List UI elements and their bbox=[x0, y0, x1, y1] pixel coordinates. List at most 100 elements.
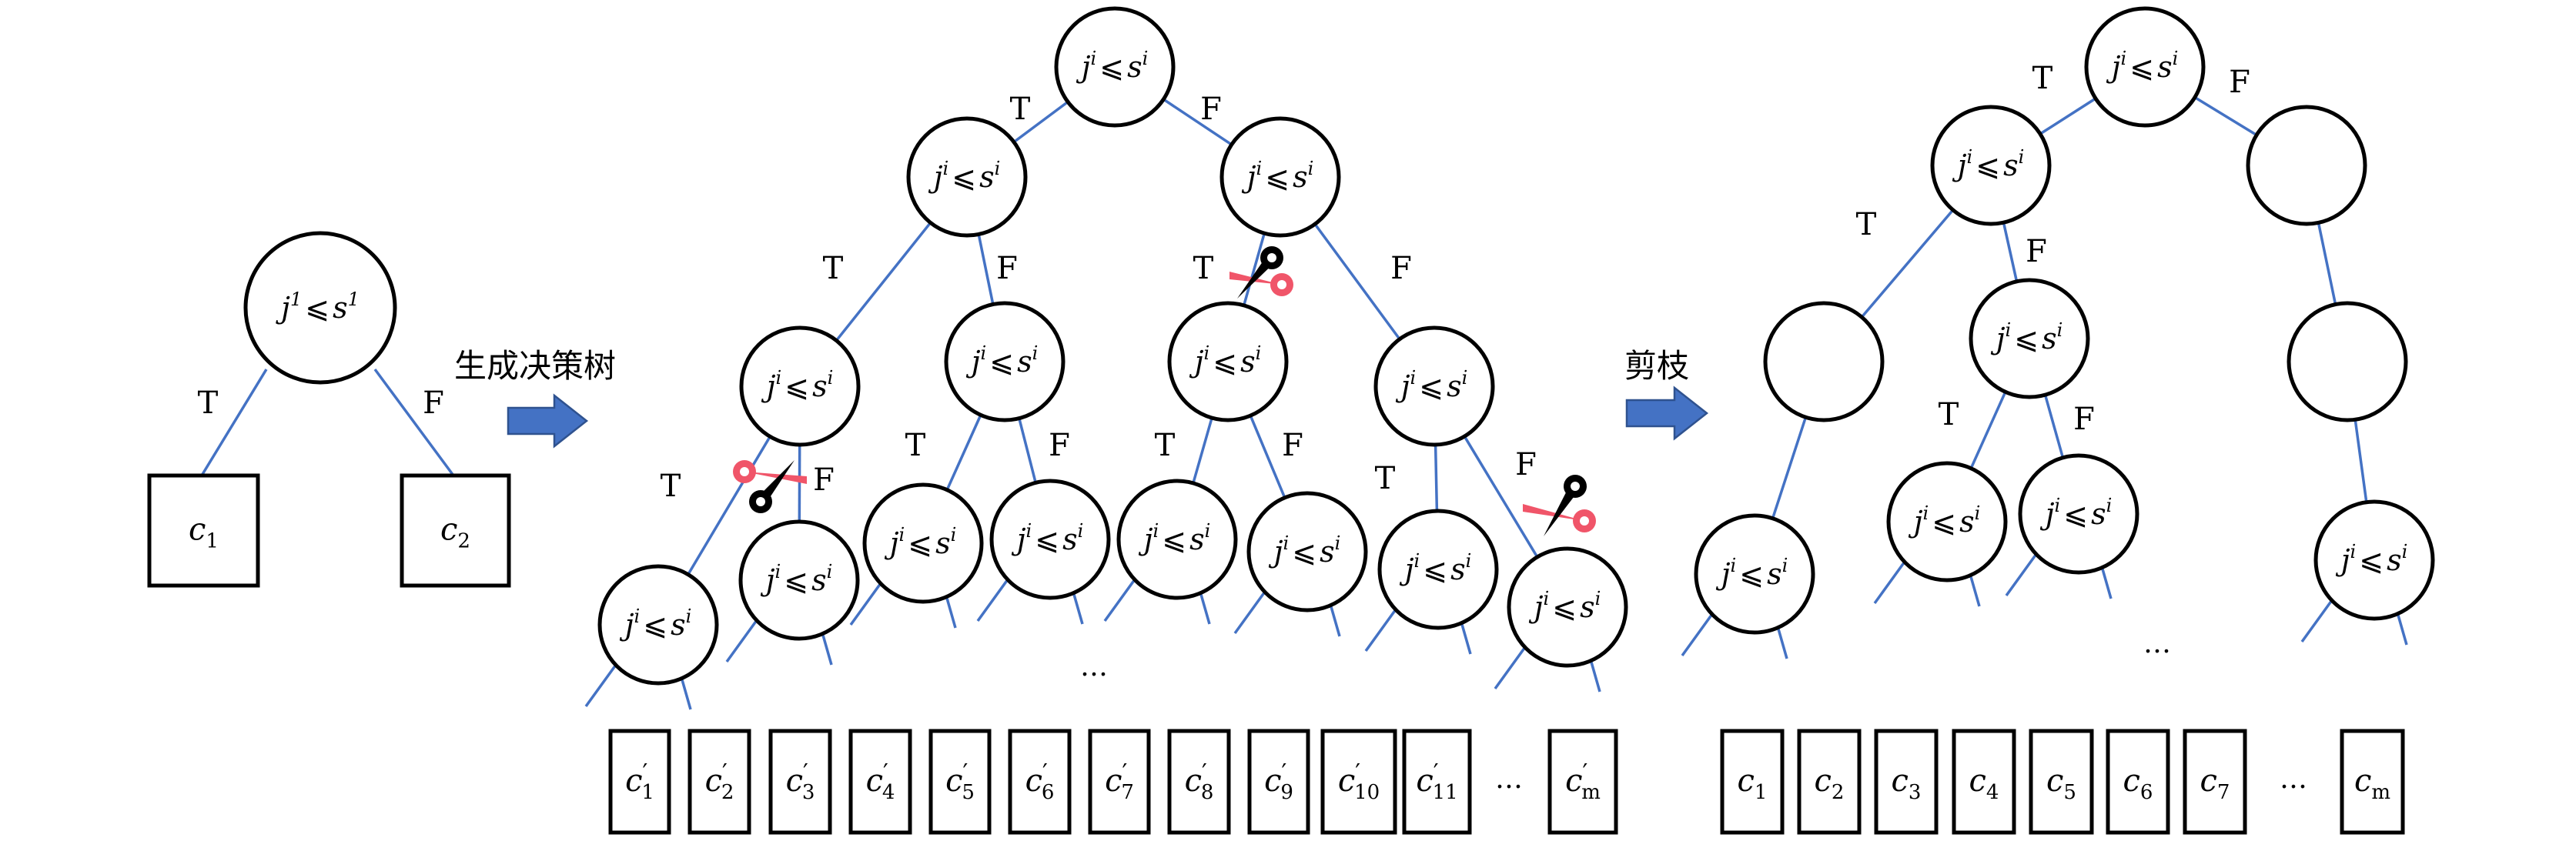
stage3-edge-ab-n2 bbox=[1969, 391, 2007, 469]
stage1-edge-true bbox=[200, 369, 268, 476]
stage3-edge-bb-n4 bbox=[2354, 419, 2368, 502]
leaf-base: c bbox=[2123, 763, 2140, 799]
stage3-node-n2 bbox=[1886, 461, 2008, 582]
stage2-node-ba bbox=[1167, 301, 1289, 422]
stage3-leaf-5 bbox=[2029, 729, 2094, 835]
stage1-root-condition: j1⩽s1 bbox=[276, 289, 360, 325]
condition-relation: ⩽ bbox=[2014, 322, 2039, 355]
condition-threshold: s bbox=[671, 608, 686, 642]
condition-relation: ⩽ bbox=[2063, 497, 2088, 531]
leaf-sub: 4 bbox=[1986, 781, 1999, 804]
stage3-label-a-false: F bbox=[2026, 234, 2047, 269]
condition-var-sup: i bbox=[1410, 367, 1417, 389]
stage2-leaf-9-label: c′9 bbox=[1264, 759, 1293, 804]
condition-threshold: s bbox=[2042, 322, 2057, 355]
condition-threshold: s bbox=[935, 526, 951, 560]
leaf-prime: ′ bbox=[1202, 759, 1207, 786]
leaf-base: c bbox=[866, 763, 883, 799]
condition-relation: ⩽ bbox=[1292, 535, 1316, 569]
stage2-leaf-1 bbox=[608, 729, 671, 835]
stage3-node-ab-condition: ji⩽si bbox=[1991, 319, 2063, 355]
condition-threshold-sup: 1 bbox=[348, 289, 360, 310]
stage2-label-a-true: T bbox=[823, 251, 844, 286]
condition-threshold-sup: i bbox=[1975, 502, 1981, 524]
condition-var-sup: i bbox=[1153, 520, 1159, 542]
stage2-node-n4 bbox=[989, 479, 1111, 600]
stage2-leaf-5 bbox=[928, 729, 992, 835]
stage2-label-ba-false: F bbox=[1282, 428, 1303, 463]
condition-threshold-sup: i bbox=[1335, 532, 1341, 554]
stage3-leaf-7-label: c7 bbox=[2200, 763, 2230, 804]
leaf-sub: 1 bbox=[206, 530, 219, 553]
stage2-leaf-8 bbox=[1167, 729, 1231, 835]
stage3-node-n1 bbox=[1694, 513, 1815, 635]
condition-relation: ⩽ bbox=[908, 526, 932, 560]
leaf-sub: 1 bbox=[641, 781, 654, 804]
leaf-sub: 4 bbox=[882, 781, 895, 804]
scissors-icon bbox=[1523, 475, 1596, 536]
stage2-n7-stub-left bbox=[1364, 608, 1397, 652]
stage1-leaf-c1-label: c1 bbox=[189, 512, 219, 553]
leaf-sub: 2 bbox=[1832, 781, 1845, 804]
stage2-leaf-11 bbox=[1402, 729, 1472, 835]
stage2-node-bb bbox=[1373, 325, 1495, 447]
leaf-base: c bbox=[1185, 763, 1202, 799]
condition-threshold-sup: i bbox=[1595, 588, 1601, 609]
stage3-leaf-2-label: c2 bbox=[1815, 763, 1845, 804]
condition-threshold: s bbox=[1767, 557, 1782, 591]
stage3-n4-stub-left bbox=[2300, 599, 2333, 643]
stage2-edge-r-a bbox=[1012, 100, 1069, 144]
leaf-sub: 7 bbox=[1121, 781, 1134, 804]
leaf-base: c bbox=[1338, 763, 1355, 799]
condition-threshold-sup: i bbox=[951, 524, 957, 546]
stage2-node-n8 bbox=[1507, 546, 1628, 668]
stage2-leaf-11-label: c′11 bbox=[1416, 759, 1457, 804]
stage2-node-a-condition: ji⩽si bbox=[928, 158, 1001, 194]
condition-var-sup: i bbox=[2055, 495, 2061, 516]
stage2-edge-b-ba bbox=[1243, 232, 1266, 306]
leaf-base: c bbox=[1738, 763, 1755, 799]
stage3-node-r-condition: ji⩽si bbox=[2106, 48, 2179, 84]
leaf-base: c bbox=[1565, 763, 1582, 799]
stage2-ellipsis: … bbox=[1080, 651, 1108, 682]
stage2-n7-stub-right bbox=[1460, 621, 1472, 655]
condition-threshold-sup: i bbox=[828, 367, 834, 389]
condition-threshold: s bbox=[1127, 50, 1142, 84]
condition-relation: ⩽ bbox=[1213, 345, 1237, 379]
condition-relation: ⩽ bbox=[1739, 557, 1764, 591]
stage2-node-n7 bbox=[1377, 509, 1499, 630]
condition-threshold-sup: i bbox=[2402, 541, 2408, 562]
condition-threshold: s bbox=[1240, 345, 1256, 379]
stage2-label-a-false: F bbox=[996, 251, 1018, 286]
condition-threshold-sup: i bbox=[686, 606, 692, 627]
condition-threshold-sup: i bbox=[2057, 319, 2063, 341]
stage1-leaf-c1 bbox=[147, 473, 260, 588]
condition-var-sup: i bbox=[943, 158, 949, 179]
stage2-label-r-false: F bbox=[1200, 92, 1222, 127]
stage2-n6-stub-right bbox=[1329, 603, 1341, 637]
condition-relation: ⩽ bbox=[952, 160, 976, 194]
condition-var-sup: i bbox=[899, 524, 905, 546]
condition-relation: ⩽ bbox=[784, 563, 808, 597]
stage2-leaf-2 bbox=[687, 729, 751, 835]
condition-var-sup: i bbox=[2006, 319, 2012, 341]
condition-var-sup: i bbox=[775, 561, 781, 582]
leaf-sub: 6 bbox=[1042, 781, 1055, 804]
stage2-leaf-4 bbox=[848, 729, 912, 835]
condition-threshold-sup: i bbox=[1032, 342, 1039, 364]
leaf-sub: 1 bbox=[1755, 781, 1768, 804]
stage3-ellipsis: … bbox=[2143, 628, 2171, 659]
stage2-n2-stub-right bbox=[821, 632, 833, 666]
leaf-sub: 3 bbox=[1909, 781, 1922, 804]
stage3-edge-r-b bbox=[2193, 96, 2258, 136]
stage2-edge-a-aa bbox=[835, 222, 932, 342]
stage2-n2-stub-left bbox=[725, 619, 758, 663]
stage2-leaf-10 bbox=[1320, 729, 1397, 835]
stage3-leaf-2 bbox=[1797, 729, 1862, 835]
leaf-base: c bbox=[945, 763, 962, 799]
stage3-edge-ab-n3 bbox=[2043, 394, 2065, 459]
edges-layer bbox=[200, 96, 2408, 710]
leaf-prime: ′ bbox=[1355, 759, 1360, 786]
stage1-edge-false bbox=[373, 368, 455, 477]
condition-var-sup: 1 bbox=[290, 289, 302, 310]
